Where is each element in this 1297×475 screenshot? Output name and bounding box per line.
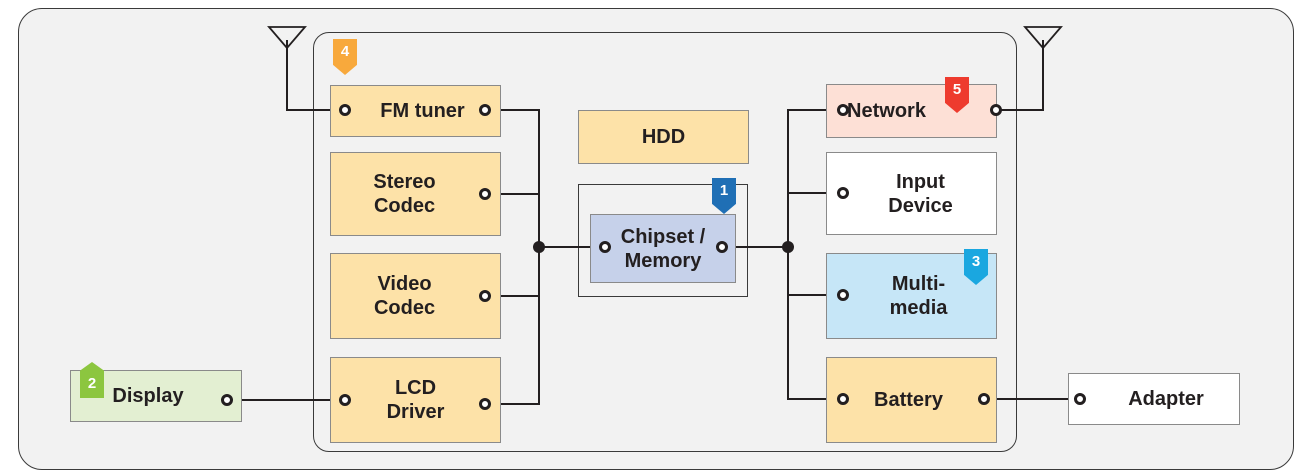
wire-antenna-left (286, 40, 345, 111)
fm-tuner-block: FM tuner (330, 85, 501, 137)
multimedia-port (837, 289, 849, 301)
input-device-port (837, 187, 849, 199)
lcd-driver-block: LCD Driver (330, 357, 501, 443)
network-in-port (837, 104, 849, 116)
display-label: Display (112, 385, 184, 407)
stereo-codec-block: Stereo Codec (330, 152, 501, 236)
network-label: Network (847, 100, 926, 122)
video-codec-block: Video Codec (330, 253, 501, 339)
lcd-driver-label: LCD Driver (386, 377, 445, 423)
antenna-right-icon (1023, 26, 1063, 50)
lcd-driver-out-port (479, 398, 491, 410)
adapter-label: Adapter (1128, 388, 1204, 410)
input-device-label: Input Device (888, 170, 953, 217)
fm-tuner-out-port (479, 104, 491, 116)
fm-tuner-in-port (339, 104, 351, 116)
fm-tuner-label: FM tuner (380, 100, 465, 122)
network-block: Network (826, 84, 997, 138)
wire-fm-bus (485, 109, 540, 405)
hdd-label: HDD (641, 126, 686, 148)
adapter-block: Adapter (1068, 373, 1240, 425)
network-out-port (990, 104, 1002, 116)
right-bus-junction (782, 241, 794, 253)
multimedia-label: Multi- media (889, 273, 948, 319)
adapter-port (1074, 393, 1086, 405)
wire-antenna-right (996, 40, 1044, 111)
video-codec-port (479, 290, 491, 302)
stereo-codec-label: Stereo Codec (373, 171, 436, 217)
hdd-block: HDD (578, 110, 749, 164)
chipset-left-port (599, 241, 611, 253)
lcd-driver-in-port (339, 394, 351, 406)
battery-in-port (837, 393, 849, 405)
device-enclosure (313, 32, 1017, 452)
left-bus-junction (533, 241, 545, 253)
battery-out-port (978, 393, 990, 405)
chipset-memory-label: Chipset / Memory (620, 225, 706, 272)
battery-label: Battery (874, 389, 943, 411)
battery-block: Battery (826, 357, 997, 443)
badge-2: 2 (80, 362, 104, 398)
display-port (221, 394, 233, 406)
chipset-memory-block: Chipset / Memory (590, 214, 736, 283)
video-codec-label: Video Codec (373, 273, 436, 319)
multimedia-block: Multi- media (826, 253, 997, 339)
input-device-block: Input Device (826, 152, 997, 235)
stereo-codec-port (479, 188, 491, 200)
antenna-left-icon (267, 26, 307, 50)
chipset-right-port (716, 241, 728, 253)
wire-network-bus (787, 109, 843, 400)
